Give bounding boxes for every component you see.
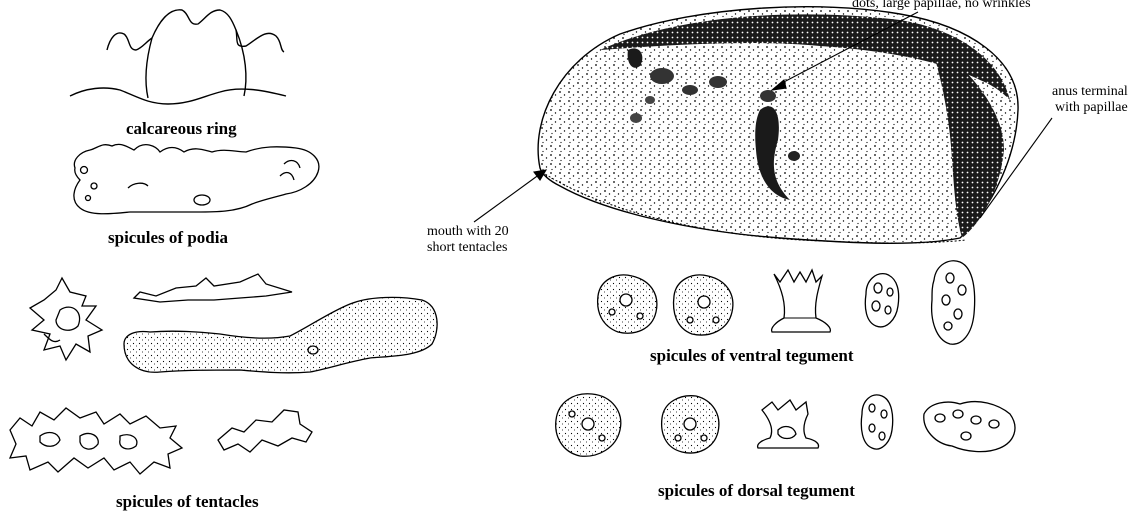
- mouth-note-line-1: mouth with 20: [427, 224, 509, 240]
- calcareous-ring-drawing: [70, 10, 286, 104]
- caption-ventral: spicules of ventral tegument: [650, 346, 854, 366]
- anus-note-line-2: with papillae: [1055, 100, 1128, 116]
- dorsal-spicules-drawing: [556, 394, 1015, 457]
- dorsal-surface-note: dots, large papillae, no wrinkles: [852, 0, 1031, 12]
- tentacle-spicules-drawing: [10, 274, 437, 474]
- ventral-spicules-drawing: [598, 261, 975, 344]
- holothurian-body-drawing: [538, 7, 1018, 244]
- caption-tentacles: spicules of tentacles: [116, 492, 259, 512]
- caption-dorsal: spicules of dorsal tegument: [658, 481, 855, 501]
- caption-calcareous-ring: calcareous ring: [126, 119, 237, 139]
- caption-podia: spicules of podia: [108, 228, 228, 248]
- anus-note-line-1: anus terminal: [1052, 84, 1128, 100]
- podia-spicule-drawing: [74, 144, 319, 213]
- mouth-note-line-2: short tentacles: [427, 240, 507, 256]
